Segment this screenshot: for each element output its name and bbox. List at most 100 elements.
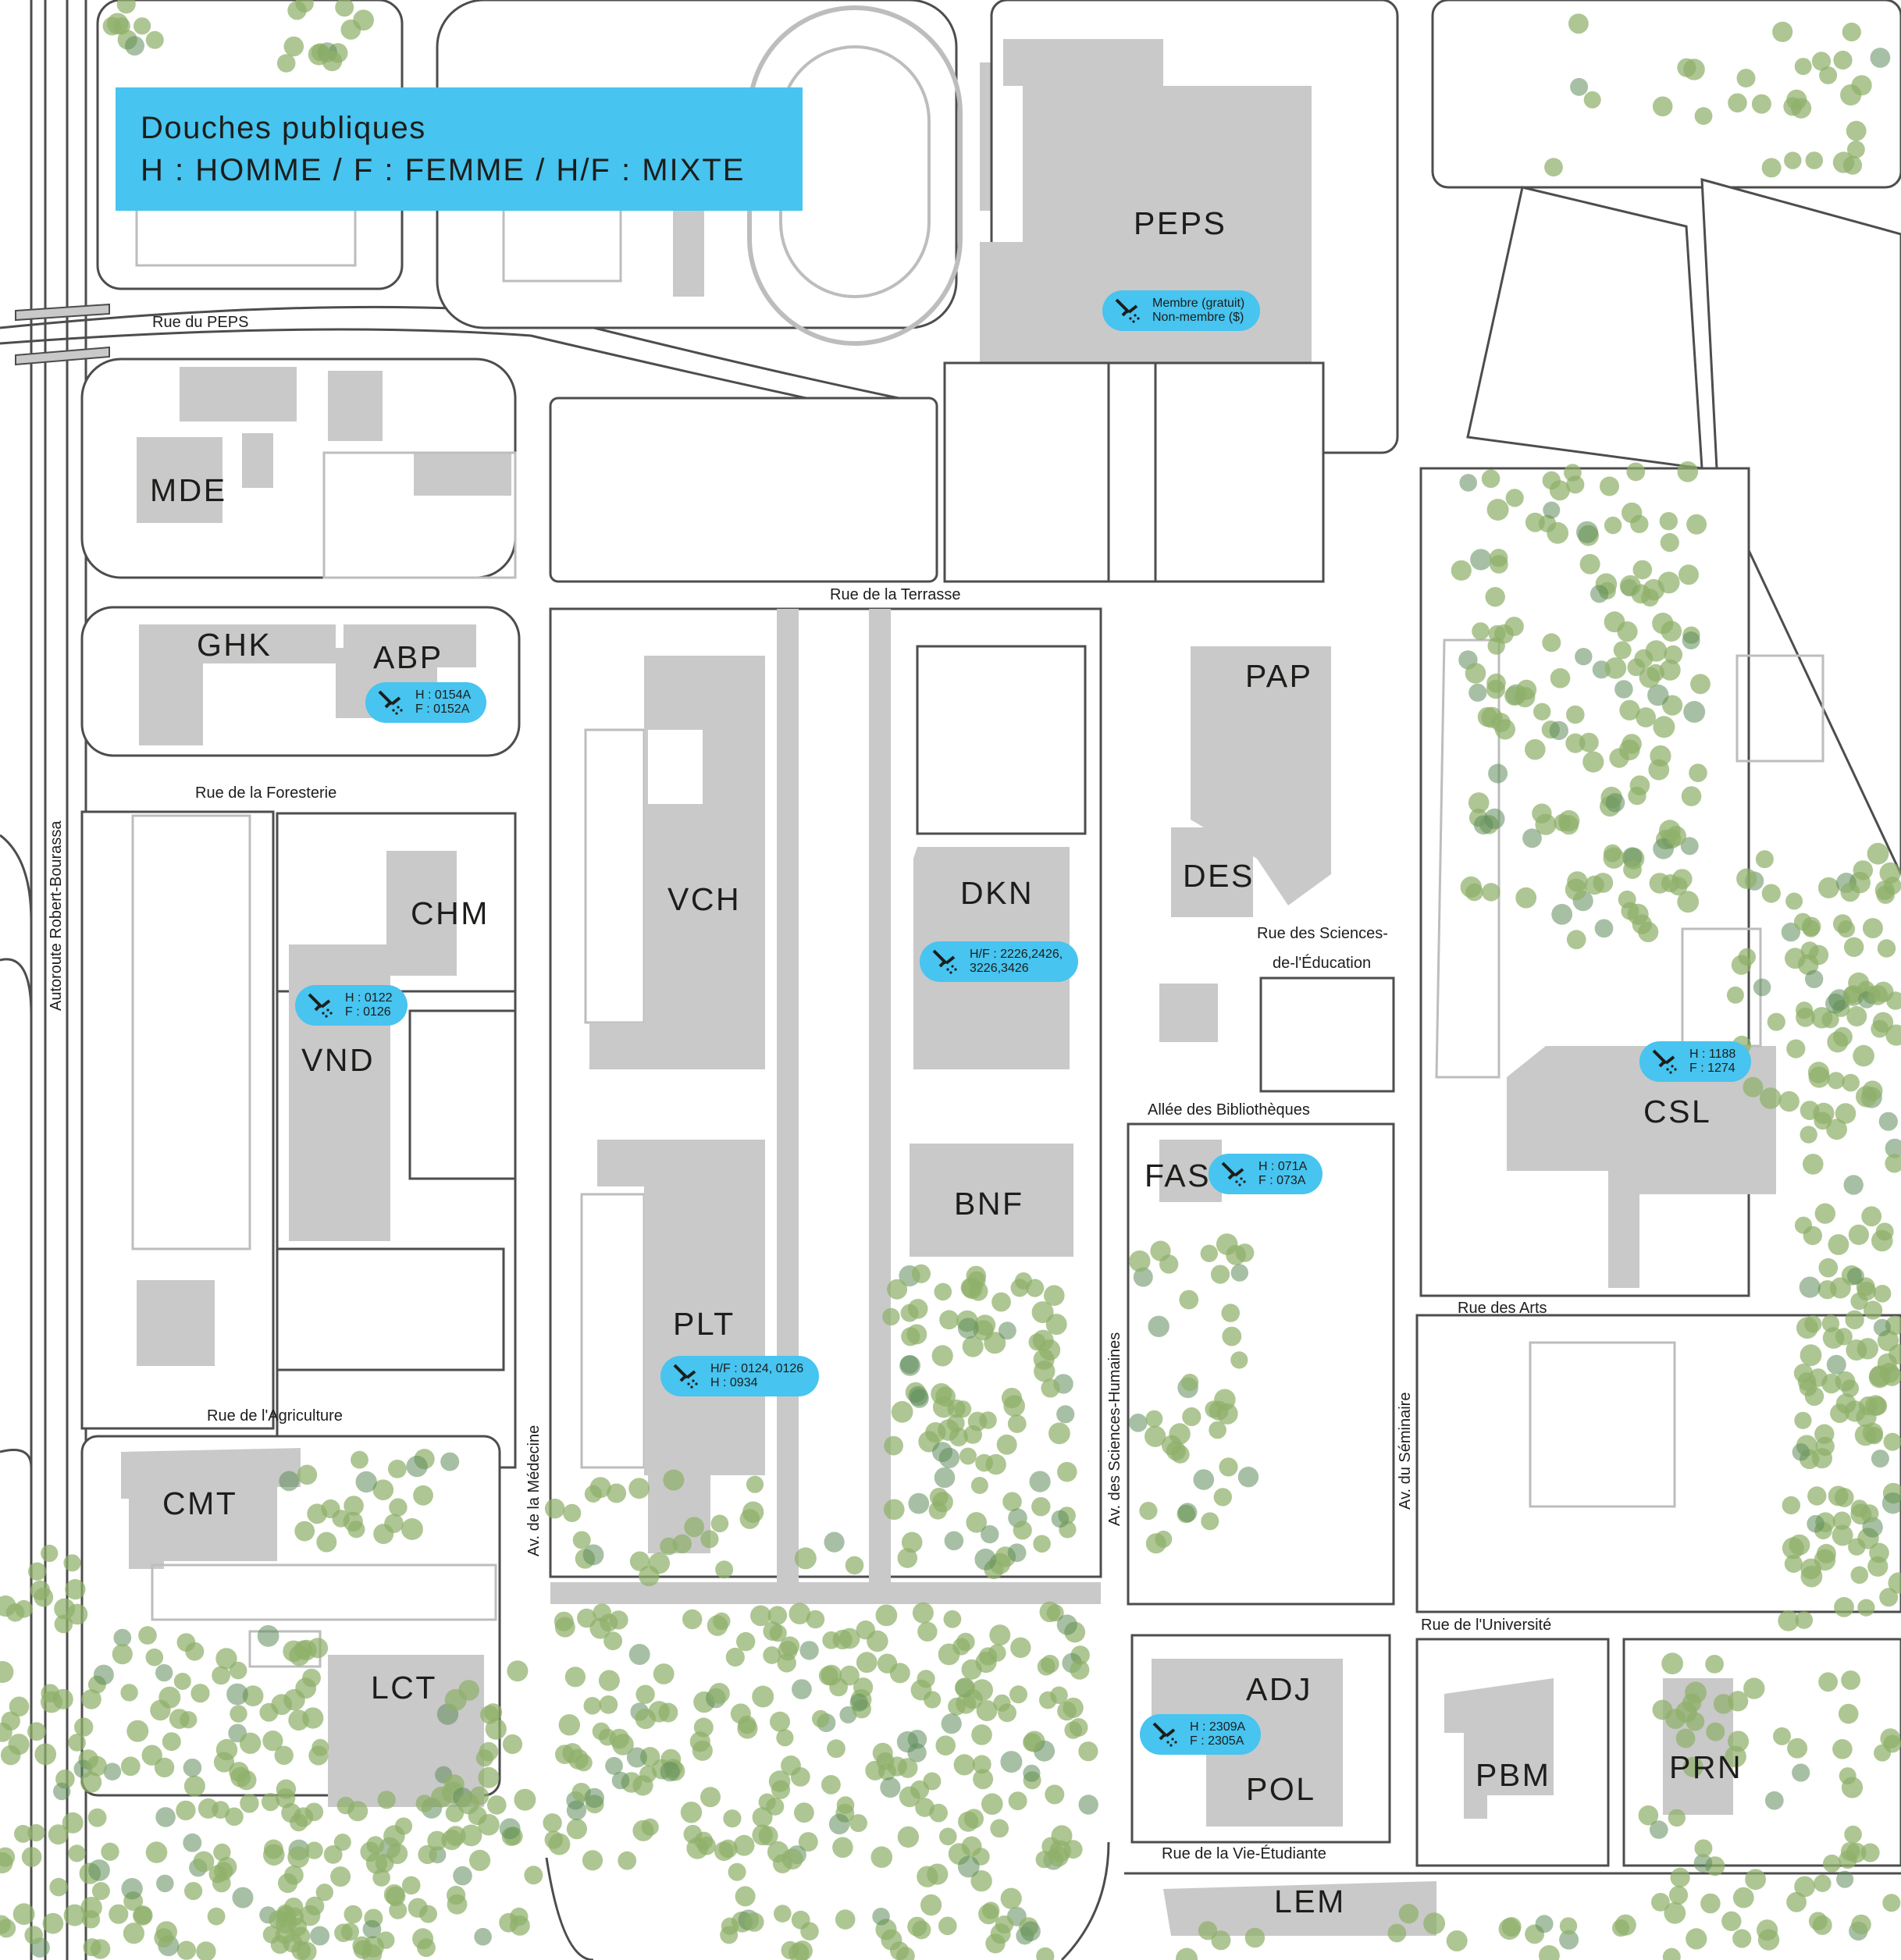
- tree: [1244, 1927, 1266, 1948]
- building-label-prn[interactable]: PRN: [1669, 1749, 1743, 1785]
- tree: [1732, 1887, 1754, 1908]
- tree: [1840, 1841, 1860, 1862]
- building-label-dkn[interactable]: DKN: [960, 875, 1034, 911]
- block-des-e: [1259, 976, 1395, 1093]
- tree: [1860, 1504, 1879, 1523]
- building-label-lem[interactable]: LEM: [1274, 1884, 1346, 1919]
- building-label-bnf[interactable]: BNF: [954, 1186, 1024, 1222]
- tree: [207, 1907, 226, 1926]
- building-mde-4: [328, 371, 383, 441]
- tree: [1549, 720, 1569, 741]
- tree: [1832, 1524, 1853, 1546]
- tree: [226, 1683, 248, 1706]
- tree: [1666, 826, 1686, 847]
- tree: [1782, 1496, 1800, 1515]
- tree: [1451, 560, 1472, 581]
- tree: [1498, 1918, 1521, 1940]
- tree: [93, 1664, 114, 1685]
- tree: [1885, 1138, 1901, 1158]
- building-label-plt[interactable]: PLT: [673, 1306, 735, 1342]
- building-mde-6: [322, 451, 517, 579]
- tree: [193, 1851, 215, 1873]
- tree: [1789, 1534, 1810, 1556]
- tree: [827, 1739, 845, 1759]
- tree: [1799, 1276, 1821, 1298]
- tree: [1828, 1234, 1849, 1255]
- building-label-csl[interactable]: CSL: [1643, 1094, 1712, 1129]
- building-des: [1171, 827, 1253, 917]
- building-label-vnd[interactable]: VND: [301, 1042, 376, 1078]
- shower-line-2: F : 073A: [1258, 1174, 1306, 1187]
- tree: [934, 1467, 956, 1489]
- tree: [362, 1936, 385, 1958]
- tree: [1473, 815, 1493, 835]
- building-label-pbm[interactable]: PBM: [1476, 1757, 1551, 1793]
- tree: [1835, 1328, 1853, 1346]
- tree: [347, 1521, 365, 1538]
- tree: [445, 1826, 466, 1846]
- tree: [1039, 1691, 1057, 1709]
- tree: [1590, 585, 1609, 603]
- building-label-adj[interactable]: ADJ: [1246, 1671, 1312, 1707]
- tree: [660, 1537, 678, 1556]
- tree: [215, 1738, 238, 1761]
- street-rue-des-sciences-1: Rue des Sciences-: [1257, 925, 1388, 942]
- building-label-abp[interactable]: ABP: [373, 639, 443, 675]
- shower-pill-dkn[interactable]: H/F : 2226,2426,3226,3426: [920, 941, 1079, 982]
- street-rue-de-la-terrasse: Rue de la Terrasse: [830, 586, 961, 603]
- tree: [279, 1471, 300, 1492]
- tree: [474, 1927, 492, 1946]
- tree: [1851, 75, 1872, 96]
- tree: [744, 1912, 764, 1932]
- tree: [1216, 1233, 1238, 1255]
- building-label-pol[interactable]: POL: [1246, 1771, 1316, 1807]
- building-label-peps[interactable]: PEPS: [1134, 205, 1227, 241]
- tree: [935, 1735, 956, 1755]
- shower-pill-peps[interactable]: Membre (gratuit)Non-membre ($): [1102, 290, 1261, 331]
- tree: [80, 1771, 102, 1793]
- building-label-fas[interactable]: FAS: [1145, 1158, 1211, 1193]
- tree: [771, 1780, 791, 1799]
- tree: [340, 20, 361, 40]
- tree: [806, 1610, 825, 1629]
- tree: [1848, 1538, 1866, 1556]
- building-label-des[interactable]: DES: [1183, 858, 1255, 894]
- tree: [1472, 622, 1490, 640]
- shower-line-2: F : 2305A: [1190, 1734, 1244, 1748]
- building-label-vch[interactable]: VCH: [667, 881, 742, 917]
- tree: [155, 1921, 177, 1943]
- tree: [957, 1855, 980, 1878]
- tree: [1638, 1805, 1659, 1826]
- tree: [684, 1517, 705, 1538]
- tree: [1542, 471, 1561, 490]
- tree: [821, 1775, 841, 1795]
- building-label-cmt[interactable]: CMT: [162, 1485, 238, 1521]
- tree: [232, 1887, 254, 1908]
- building-label-mde[interactable]: MDE: [150, 472, 227, 508]
- building-label-chm[interactable]: CHM: [411, 895, 489, 931]
- tree: [555, 1745, 575, 1765]
- tree: [34, 1743, 57, 1766]
- tree: [929, 1488, 949, 1506]
- building-mde-5: [414, 453, 511, 496]
- building-label-lct[interactable]: LCT: [371, 1670, 437, 1706]
- tree: [1477, 706, 1498, 727]
- tree: [941, 1713, 962, 1734]
- shower-line-1: H : 1188: [1689, 1048, 1736, 1061]
- tree: [558, 1714, 580, 1736]
- shower-line-1: H : 2309A: [1190, 1720, 1246, 1734]
- tree: [1885, 1154, 1901, 1173]
- building-label-pap[interactable]: PAP: [1245, 658, 1313, 694]
- tree: [276, 1904, 294, 1922]
- building-label-ghk[interactable]: GHK: [197, 627, 272, 663]
- tree: [1459, 474, 1477, 492]
- tree: [417, 1938, 436, 1958]
- tree: [1813, 1102, 1835, 1124]
- tree: [1867, 842, 1889, 865]
